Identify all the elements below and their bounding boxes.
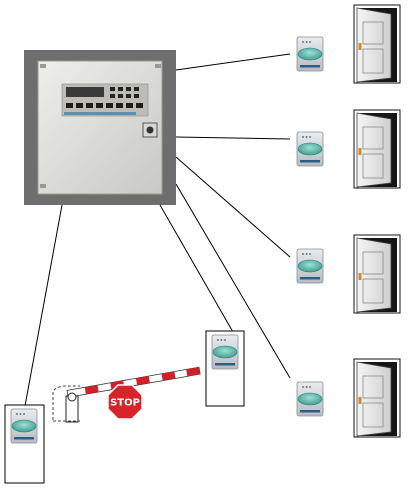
barrier-gate-icon [52,366,201,423]
door-icon-4 [353,358,401,438]
card-reader-icon-door-2 [296,131,324,167]
link-door-4 [175,183,291,379]
link-door-2 [175,136,291,140]
door-icon-2 [353,109,401,189]
door-icon-3 [353,234,401,314]
link-door-3 [175,156,291,258]
door-icon-1 [353,4,401,84]
card-reader-icon-door-3 [296,248,324,284]
card-reader-icon-gate [10,408,38,444]
card-reader-icon-door-1 [296,36,324,72]
link-door-1 [175,53,291,71]
gate-reader-post [4,404,45,484]
card-reader-icon-door-4 [296,381,324,417]
stop-sign-text: STOP [110,398,140,409]
barrier-reader-post [205,330,245,407]
connection-lines [24,53,291,407]
link-gate-reader [24,204,63,407]
access-control-panel-icon [24,50,176,205]
card-reader-icon-barrier [211,334,239,370]
link-barrier-reader [159,204,234,333]
stop-sign: STOP [107,384,143,420]
